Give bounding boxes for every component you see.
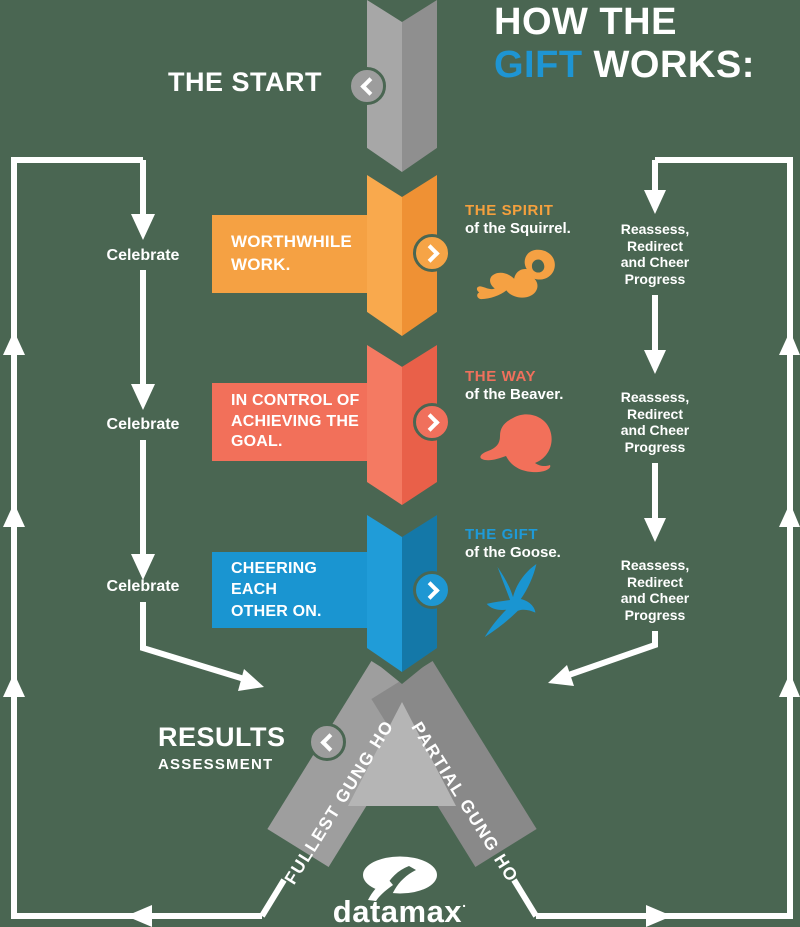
squirrel-icon <box>476 249 555 300</box>
arrow-right-bottom <box>646 905 672 927</box>
inner-a-triangle <box>348 702 456 806</box>
celebrate-label-2: Celebrate <box>106 416 180 433</box>
chevron-right-icon <box>420 580 440 600</box>
celebrate-label-3: Celebrate <box>106 578 180 595</box>
box-line: GOAL. <box>231 433 283 451</box>
beaver-heading: THE WAY <box>465 368 537 385</box>
datamax-dot: · <box>462 897 468 914</box>
reassess-line: Redirect <box>626 237 684 254</box>
reassess-diagonal <box>559 631 658 681</box>
section-box-worthwhile-work: WORTHWHILE WORK. <box>212 215 367 293</box>
arrow-up-left-3 <box>3 673 25 697</box>
box-line: OTHER ON. <box>231 602 322 620</box>
box-line: IN CONTROL OF <box>231 392 360 410</box>
arrow-up-right-1 <box>779 331 800 355</box>
beaver-subheading: of the Beaver. <box>465 386 564 403</box>
arrow-down-reassess-1 <box>644 190 666 214</box>
reassess-line: and Cheer <box>620 254 690 271</box>
datamax-text: datamax <box>332 894 463 927</box>
right-loop-tail <box>511 878 539 918</box>
goose-icon <box>484 563 537 638</box>
start-label: THE START <box>168 67 322 97</box>
reassess-line: and Cheer <box>620 422 690 439</box>
reassess-line: and Cheer <box>620 590 690 607</box>
arrowheads <box>3 190 800 927</box>
arrow-down-celebrate-3 <box>131 554 155 580</box>
arrow-left-bottom <box>126 905 152 927</box>
reassess-line: Reassess, <box>620 389 690 405</box>
arrow-up-left-2 <box>3 503 25 527</box>
left-loop-tail <box>259 878 287 918</box>
box-line: CHEERING EACH <box>231 559 318 599</box>
reassess-line: Redirect <box>626 405 684 422</box>
goose-heading: THE GIFT <box>465 526 539 543</box>
arrow-diagonal-left <box>238 669 264 691</box>
reassess-line: Progress <box>624 438 686 455</box>
datamax-logo-icon <box>363 856 437 901</box>
arrow-up-right-2 <box>779 503 800 527</box>
section-box-in-control: IN CONTROL OF ACHIEVING THE GOAL. <box>212 383 367 461</box>
goose-node-button[interactable] <box>413 571 451 609</box>
celebrate-diagonal <box>140 602 255 685</box>
title-accent: GIFT <box>494 43 583 86</box>
beaver-node-button[interactable] <box>413 403 451 441</box>
arrow-down-reassess-2 <box>644 350 666 374</box>
beaver-icon <box>480 414 552 473</box>
reassess-block-2: Reassess, Redirect and Cheer Progress <box>611 389 699 455</box>
arrow-up-right-3 <box>779 673 800 697</box>
start-node-button[interactable] <box>348 67 386 105</box>
title-line-1: HOW THE <box>494 1 677 43</box>
box-line: WORK. <box>231 255 291 274</box>
squirrel-node-button[interactable] <box>413 234 451 272</box>
chevron-right-icon <box>420 243 440 263</box>
partial-gung-ho-band <box>371 661 537 867</box>
reassess-block-1: Reassess, Redirect and Cheer Progress <box>611 221 699 287</box>
results-subtitle: ASSESSMENT <box>158 756 274 773</box>
chevron-left-icon <box>319 732 339 752</box>
reassess-block-3: Reassess, Redirect and Cheer Progress <box>611 557 699 623</box>
title-suffix: WORKS: <box>593 43 755 86</box>
squirrel-subheading: of the Squirrel. <box>465 220 571 237</box>
squirrel-heading: THE SPIRIT <box>465 202 554 219</box>
reassess-line: Progress <box>624 270 686 287</box>
reassess-line: Reassess, <box>620 221 690 237</box>
chevron-left-icon <box>359 76 379 96</box>
box-line: ACHIEVING THE <box>231 412 359 430</box>
arrow-up-left-1 <box>3 331 25 355</box>
box-line: WORTHWHILE <box>231 232 352 252</box>
section-box-cheering: CHEERING EACH OTHER ON. <box>212 552 367 628</box>
arrow-down-celebrate-1 <box>131 214 155 240</box>
arrow-down-reassess-3 <box>644 518 666 542</box>
results-title: RESULTS <box>158 722 286 752</box>
reassess-line: Redirect <box>626 573 684 590</box>
celebrate-label-1: Celebrate <box>106 247 180 264</box>
reassess-line: Progress <box>624 606 686 623</box>
results-node-button[interactable] <box>308 723 346 761</box>
datamax-wordmark: datamax· <box>300 894 500 927</box>
goose-subheading: of the Goose. <box>465 544 561 561</box>
results-assessment: RESULTS ASSESSMENT <box>158 722 286 773</box>
chevron-right-icon <box>420 412 440 432</box>
arrow-diagonal-right <box>548 665 574 686</box>
arrow-down-celebrate-2 <box>131 384 155 410</box>
reassess-line: Reassess, <box>620 557 690 573</box>
